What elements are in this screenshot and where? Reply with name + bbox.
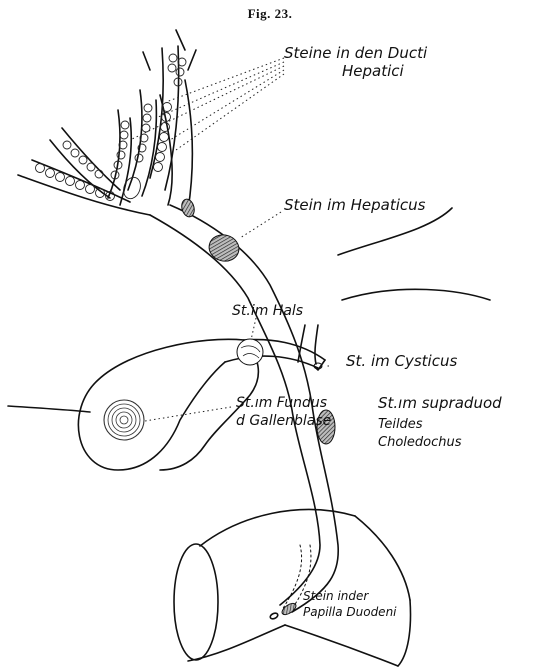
label-cysticus: St. im Cysticus bbox=[346, 354, 457, 370]
label-fundus-line2: d Gallenblase bbox=[236, 414, 331, 429]
label-supraduod-line3: Choledochus bbox=[378, 436, 461, 450]
label-hepaticus: Stein im Hepaticus bbox=[284, 198, 425, 214]
label-supraduod-line2: Teildes bbox=[378, 418, 423, 432]
liver-edge bbox=[338, 208, 490, 300]
figure-title: Fig. 23. bbox=[0, 6, 540, 22]
label-hepatici-line1: Steine in den Ducti bbox=[284, 46, 427, 62]
label-papilla-line2: Papilla Duodeni bbox=[303, 606, 397, 619]
stone-fundus bbox=[104, 400, 144, 440]
stone-duct-junction bbox=[180, 198, 196, 218]
stone-hals bbox=[237, 339, 263, 365]
label-hepatici-line2: Hepatici bbox=[342, 64, 404, 80]
duodenum-outline bbox=[174, 510, 411, 666]
label-papilla-line1: Stein inder bbox=[303, 590, 368, 603]
label-supraduod-line1: St.ım supraduod bbox=[378, 396, 502, 412]
gallbladder bbox=[8, 339, 258, 470]
stone-hepaticus bbox=[206, 232, 242, 265]
label-fundus-line1: St.ım Fundus bbox=[236, 396, 327, 411]
label-hals: St.im Hals bbox=[232, 304, 303, 319]
